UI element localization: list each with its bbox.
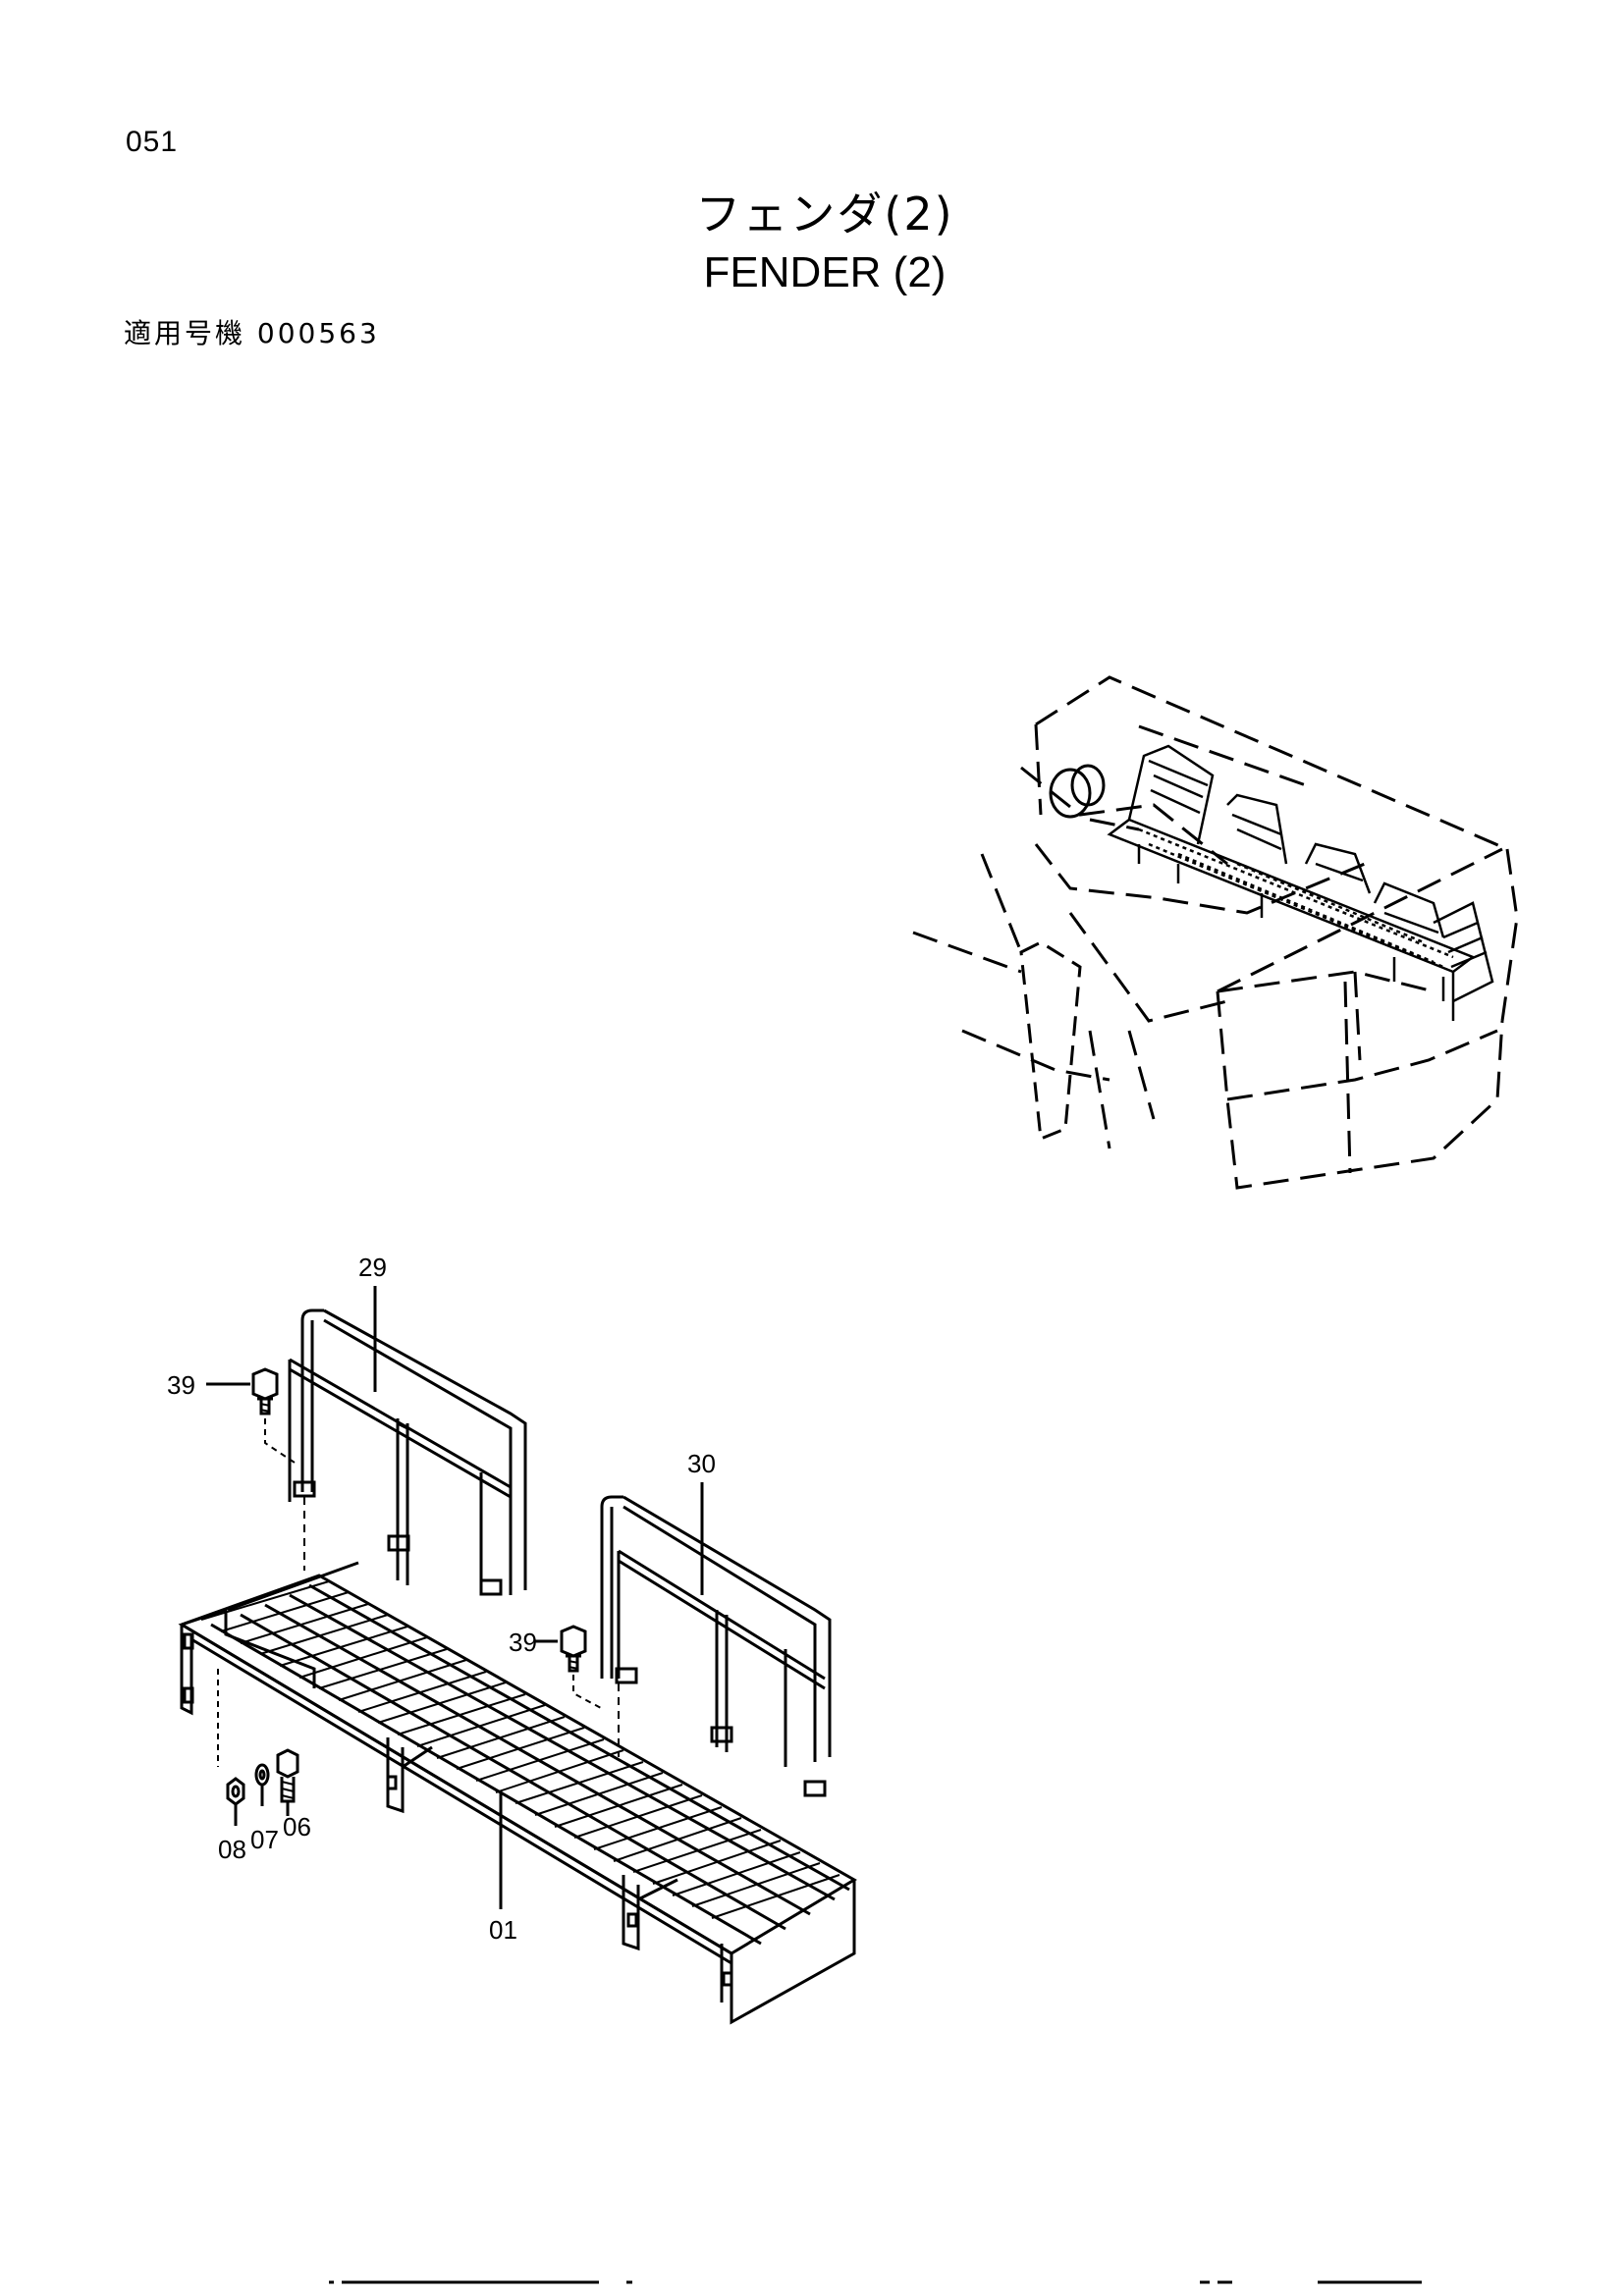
callout-06: 06 <box>283 1812 311 1842</box>
location-view <box>912 675 1519 1190</box>
callout-30: 30 <box>687 1449 716 1478</box>
walkway-location <box>1107 744 1494 1021</box>
page-title-english: FENDER (2) <box>703 248 947 296</box>
callout-01: 01 <box>489 1915 517 1945</box>
title-block: フェンダ(2) FENDER (2) <box>530 187 1119 300</box>
callout-08: 08 <box>218 1835 246 1864</box>
part-39-bolt-upper <box>206 1367 296 1464</box>
applicable-serial: 適用号機 000563 <box>124 317 380 349</box>
page-title-japanese: フェンダ(2) <box>695 187 954 240</box>
part-29-handrail <box>288 1286 527 1596</box>
callout-29: 29 <box>358 1253 387 1282</box>
part-30-handrail <box>600 1482 832 1797</box>
exploded-view <box>178 1286 857 2025</box>
machine-outline <box>912 675 1519 1190</box>
fasteners-06-07-08 <box>217 1669 299 1826</box>
page-number: 051 <box>126 126 179 158</box>
callout-39-upper: 39 <box>167 1370 195 1400</box>
part-39-bolt-lower <box>535 1625 602 1709</box>
callout-39-lower: 39 <box>509 1628 537 1657</box>
callout-07: 07 <box>250 1825 279 1854</box>
part-01-walkway <box>178 1561 857 2025</box>
